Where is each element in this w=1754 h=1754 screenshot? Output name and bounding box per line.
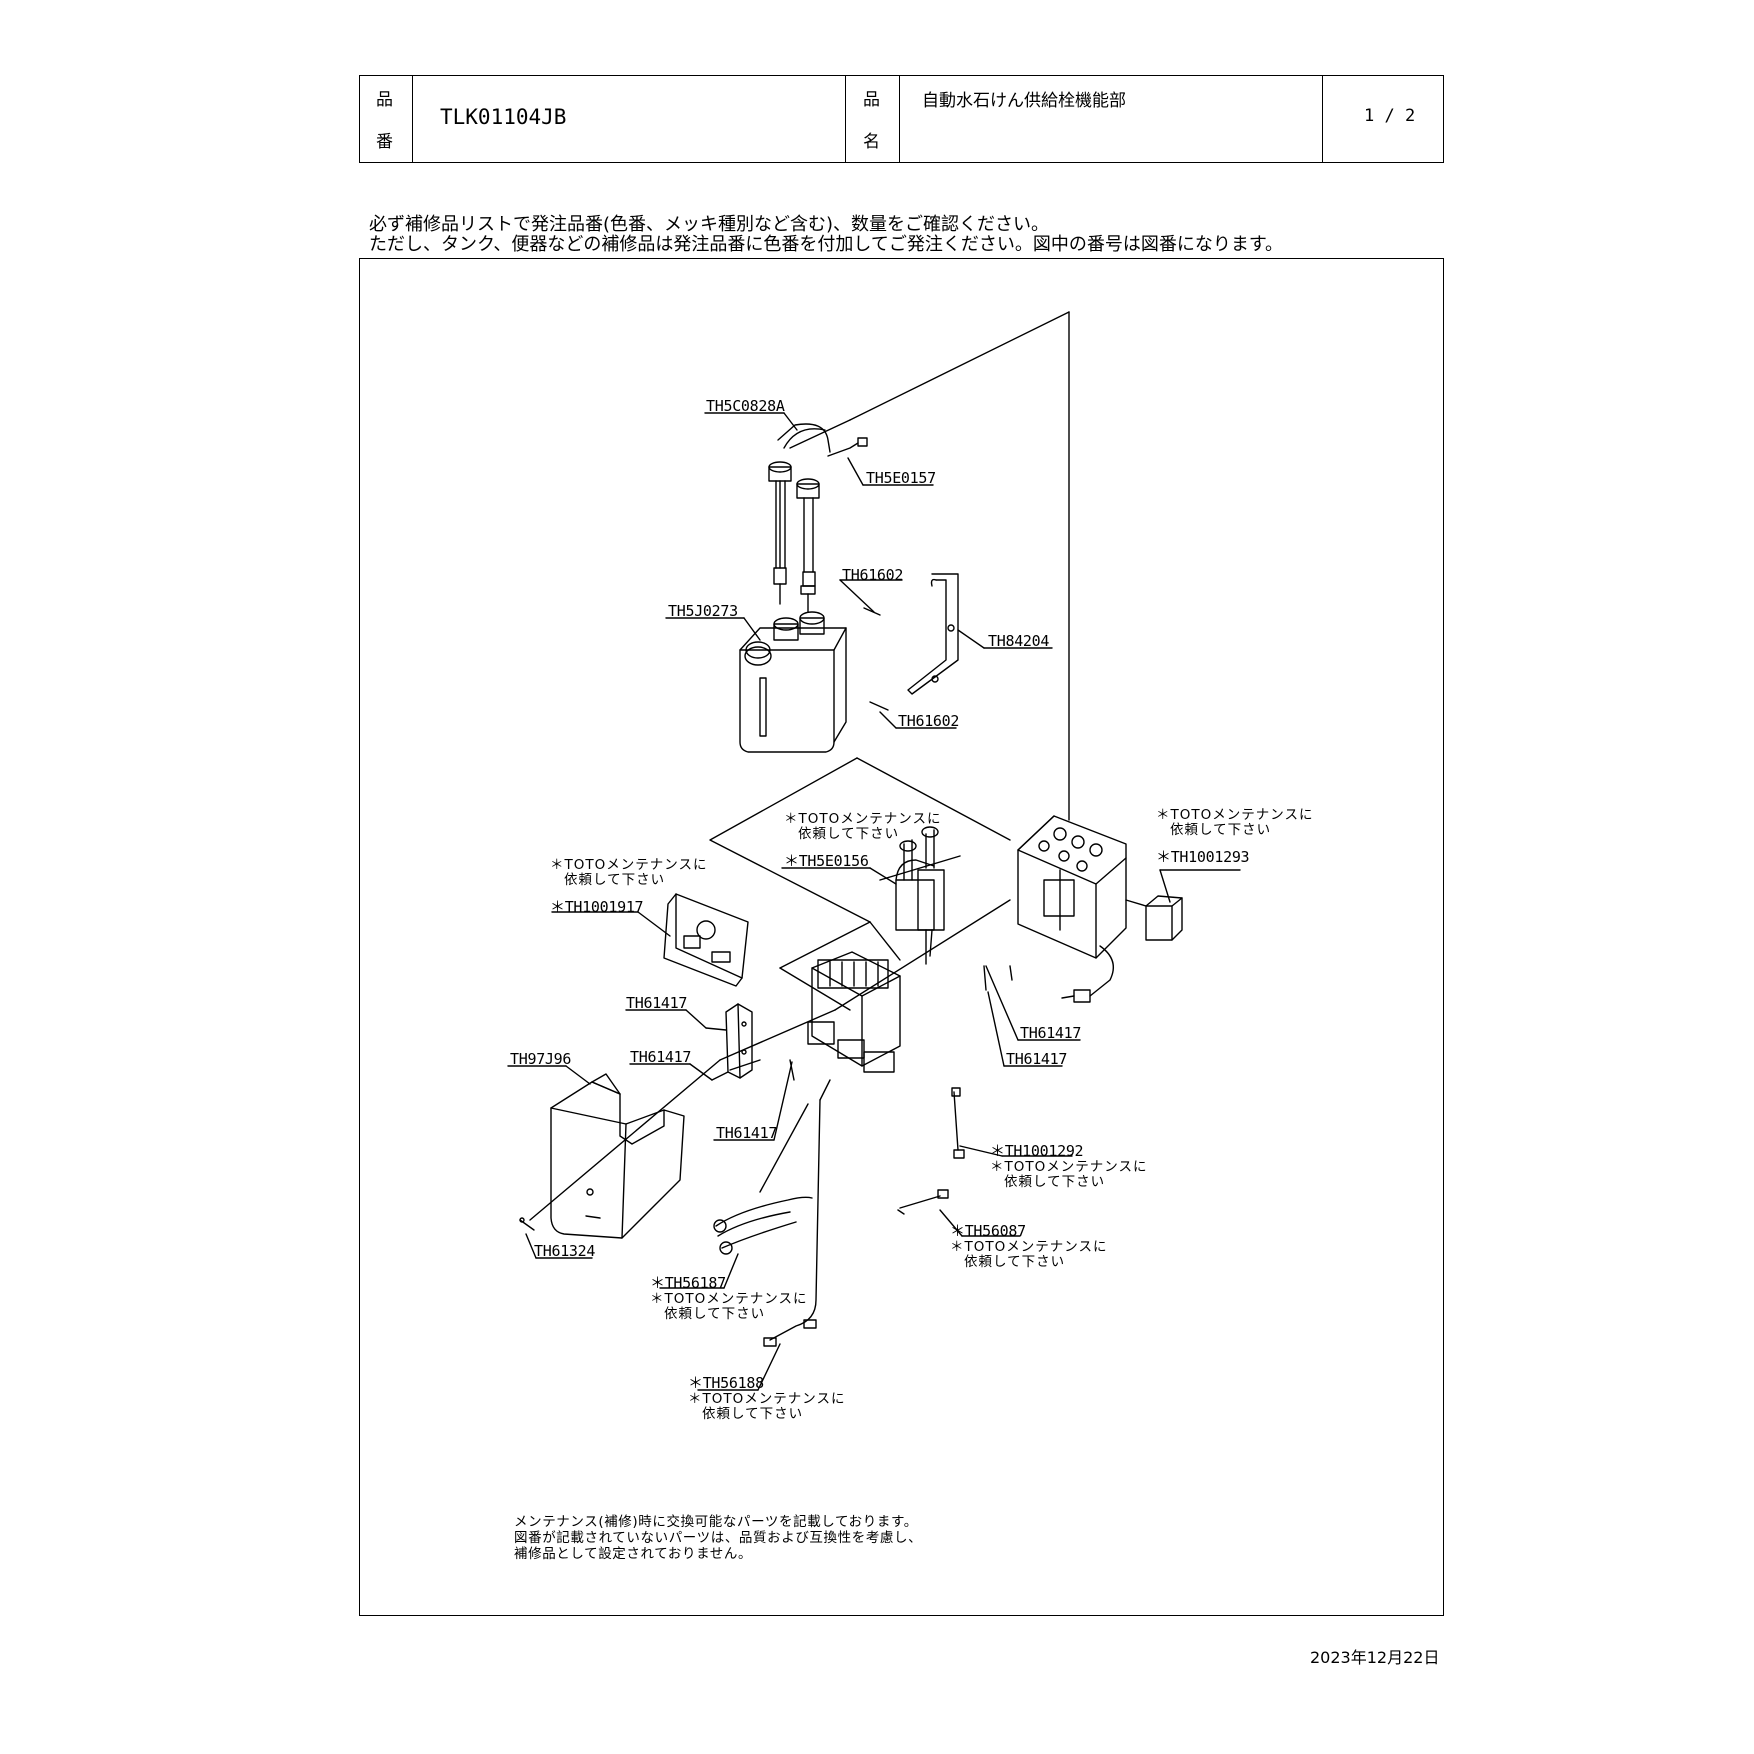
maint-note-harness-3: ＊TOTOメンテナンスに 依頼して下さい bbox=[650, 1292, 807, 1322]
part-label-th61602-lower: TH61602 bbox=[898, 712, 960, 730]
maint-note-box-line1: ＊TOTOメンテナンスに bbox=[1156, 807, 1314, 823]
part-label-th5e0156: ＊TH5E0156 bbox=[784, 852, 869, 870]
part-no-label-2: 番 bbox=[376, 132, 393, 152]
maint-note-valve-line2: 依頼して下さい bbox=[798, 826, 900, 842]
part-no-label-1: 品 bbox=[376, 90, 393, 110]
maint-note-harness-2-line1: ＊TOTOメンテナンスに bbox=[950, 1239, 1108, 1255]
maint-note-harness-4-line1: ＊TOTOメンテナンスに bbox=[688, 1391, 846, 1407]
maint-note-pcb: ＊TOTOメンテナンスに 依頼して下さい bbox=[550, 858, 707, 888]
part-number: TLK01104JB bbox=[440, 105, 567, 129]
part-label-th61417-b: TH61417 bbox=[630, 1048, 692, 1066]
part-label-th61417-e: TH61417 bbox=[1006, 1050, 1068, 1068]
part-label-th56087: ＊TH56087 bbox=[950, 1222, 1026, 1240]
maint-note-valve: ＊TOTOメンテナンスに 依頼して下さい bbox=[784, 812, 941, 842]
name-label-2: 名 bbox=[863, 132, 880, 152]
product-name: 自動水石けん供給栓機能部 bbox=[922, 91, 1126, 111]
part-label-th97j96: TH97J96 bbox=[510, 1050, 572, 1068]
footnote-line-3: 補修品として設定されておりません。 bbox=[514, 1546, 753, 1562]
part-label-th61417-c: TH61417 bbox=[716, 1124, 778, 1142]
part-label-th61417-a: TH61417 bbox=[626, 994, 688, 1012]
maint-note-harness-3-line1: ＊TOTOメンテナンスに bbox=[650, 1291, 808, 1307]
part-label-th61417-d: TH61417 bbox=[1020, 1024, 1082, 1042]
part-label-th1001293: ＊TH1001293 bbox=[1156, 848, 1250, 866]
part-label-th5e0157: TH5E0157 bbox=[866, 469, 936, 487]
maint-note-pcb-line1: ＊TOTOメンテナンスに bbox=[550, 857, 708, 873]
maintenance-footnote: メンテナンス(補修)時に交換可能なパーツを記載しております。 図番が記載されてい… bbox=[514, 1514, 922, 1562]
maint-note-harness-2: ＊TOTOメンテナンスに 依頼して下さい bbox=[950, 1240, 1107, 1270]
maint-note-box-line2: 依頼して下さい bbox=[1170, 822, 1272, 838]
part-label-th61602-upper: TH61602 bbox=[842, 566, 904, 584]
notice-line-1: 必ず補修品リストで発注品番(色番、メッキ種別など含む)、数量をご確認ください。 bbox=[369, 214, 1050, 235]
maint-note-harness-1: ＊TOTOメンテナンスに 依頼して下さい bbox=[990, 1160, 1147, 1190]
part-label-th5j0273: TH5J0273 bbox=[668, 602, 738, 620]
maint-note-harness-2-line2: 依頼して下さい bbox=[964, 1254, 1066, 1270]
document-date: 2023年12月22日 bbox=[1310, 1648, 1440, 1667]
maint-note-valve-line1: ＊TOTOメンテナンスに bbox=[784, 811, 942, 827]
part-label-th61324: TH61324 bbox=[534, 1242, 596, 1260]
drawing-frame bbox=[359, 258, 1444, 1616]
maint-note-box: ＊TOTOメンテナンスに 依頼して下さい bbox=[1156, 808, 1313, 838]
maint-note-harness-4: ＊TOTOメンテナンスに 依頼して下さい bbox=[688, 1392, 845, 1422]
notice-line-2: ただし、タンク、便器などの補修品は発注品番に色番を付加してご発注ください。図中の… bbox=[369, 234, 1284, 255]
name-label-1: 品 bbox=[863, 90, 880, 110]
footnote-line-1: メンテナンス(補修)時に交換可能なパーツを記載しております。 bbox=[514, 1514, 918, 1530]
maint-note-harness-3-line2: 依頼して下さい bbox=[664, 1306, 766, 1322]
part-label-th1001292: ＊TH1001292 bbox=[990, 1142, 1084, 1160]
part-label-th56188: ＊TH56188 bbox=[688, 1374, 764, 1392]
maint-note-harness-4-line2: 依頼して下さい bbox=[702, 1406, 804, 1422]
page-indicator: 1 / 2 bbox=[1364, 106, 1416, 126]
part-label-th1001917: ＊TH1001917 bbox=[550, 898, 644, 916]
maint-note-harness-1-line1: ＊TOTOメンテナンスに bbox=[990, 1159, 1148, 1175]
maint-note-pcb-line2: 依頼して下さい bbox=[564, 872, 666, 888]
header-table: 品 番 TLK01104JB 品 名 自動水石けん供給栓機能部 1 / 2 bbox=[359, 75, 1444, 163]
maint-note-harness-1-line2: 依頼して下さい bbox=[1004, 1174, 1106, 1190]
footnote-line-2: 図番が記載されていないパーツは、品質および互換性を考慮し、 bbox=[514, 1530, 923, 1546]
part-label-th56187: ＊TH56187 bbox=[650, 1274, 726, 1292]
part-label-th84204: TH84204 bbox=[988, 632, 1050, 650]
part-label-th5c0828a: TH5C0828A bbox=[706, 397, 785, 415]
